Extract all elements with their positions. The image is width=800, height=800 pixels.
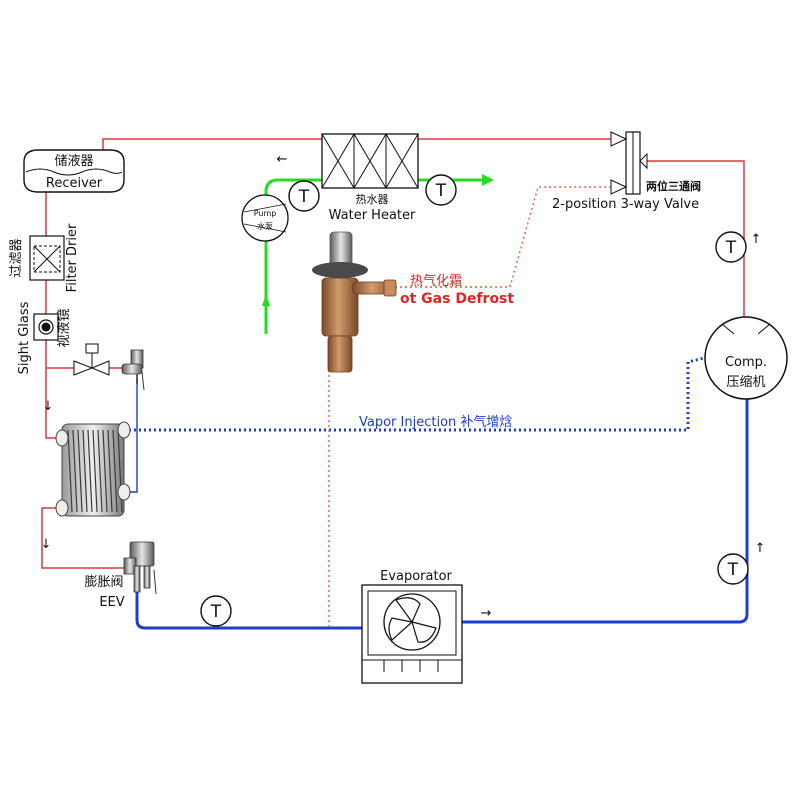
phx-plate	[112, 429, 118, 513]
defrost-cn-label: 热气化霜	[410, 273, 462, 289]
flow-arrow-right: →	[481, 606, 492, 621]
plate-heat-exchanger-icon	[55, 421, 131, 517]
evaporator-label: Evaporator	[380, 569, 452, 584]
hot-gas-valve-icon	[312, 231, 397, 373]
flow-arrow-down-1: ↓	[43, 399, 54, 414]
flow-arrow-up-2: ↑	[755, 541, 766, 556]
phx-plate	[97, 429, 103, 513]
phx-plate	[92, 429, 98, 513]
evaporator-fan-icon	[383, 593, 441, 651]
low-pressure-line	[135, 398, 749, 630]
pump-icon	[241, 194, 289, 242]
sensor-t-heater-in: T	[298, 187, 310, 207]
receiver-en-label: Receiver	[46, 176, 103, 191]
pump-cn-label: 水泵	[257, 221, 273, 231]
eev-cn-label: 膨胀阀	[84, 575, 123, 590]
filter-cn-label: 过滤器	[9, 238, 24, 277]
phx-plate	[77, 429, 83, 513]
phx-plate	[107, 429, 113, 513]
receiver-icon	[23, 149, 125, 193]
eev-en-label: EEV	[99, 595, 124, 610]
sight-glass-icon	[33, 313, 59, 341]
defrost-en-label: ot Gas Defrost	[400, 291, 514, 307]
vapor-injection-line	[124, 356, 705, 432]
filter-en-label: Filter Drier	[65, 223, 80, 292]
phx-plate	[87, 429, 93, 513]
vapor-injection-label: Vapor Injection 补气增焓	[359, 414, 512, 430]
sensor-t-suction: T	[727, 560, 739, 580]
valve-cn-label: 两位三通阀	[646, 179, 701, 193]
water-out-arrow	[482, 174, 494, 186]
phx-plate	[102, 429, 108, 513]
flow-arrow-down-2: ↓	[41, 537, 52, 552]
heater-cn-label: 热水器	[356, 193, 389, 206]
receiver-cn-label: 储液器	[54, 154, 93, 169]
flow-arrow-left: ←	[277, 152, 288, 167]
eev-icon	[123, 541, 157, 595]
filter-drier-icon	[29, 235, 65, 281]
defrost-line	[328, 186, 611, 628]
flow-arrow-up-1: ↑	[751, 232, 762, 247]
sight-cn-label: 视液镜	[57, 308, 72, 347]
comp-en-label: Comp.	[725, 355, 767, 370]
water-heater-icon	[321, 133, 419, 189]
phx-plate	[82, 429, 88, 513]
phx-plate	[72, 429, 78, 513]
heater-en-label: Water Heater	[329, 208, 416, 223]
injection-eev-icon	[121, 349, 145, 391]
phx-plate	[67, 429, 73, 513]
comp-cn-label: 压缩机	[726, 374, 765, 390]
sight-en-label: Sight Glass	[17, 301, 32, 374]
sensor-t-eev-out: T	[210, 602, 222, 622]
solenoid-valve-icon	[73, 343, 110, 376]
water-up-arrow	[262, 294, 270, 306]
three-way-valve-icon	[610, 131, 648, 195]
compressor-icon	[704, 316, 788, 400]
sensor-t-heater-out: T	[435, 181, 447, 201]
valve-en-label: 2-position 3-way Valve	[552, 197, 699, 212]
pump-en-label: Pump	[254, 209, 277, 218]
sensor-t-discharge: T	[725, 238, 737, 258]
